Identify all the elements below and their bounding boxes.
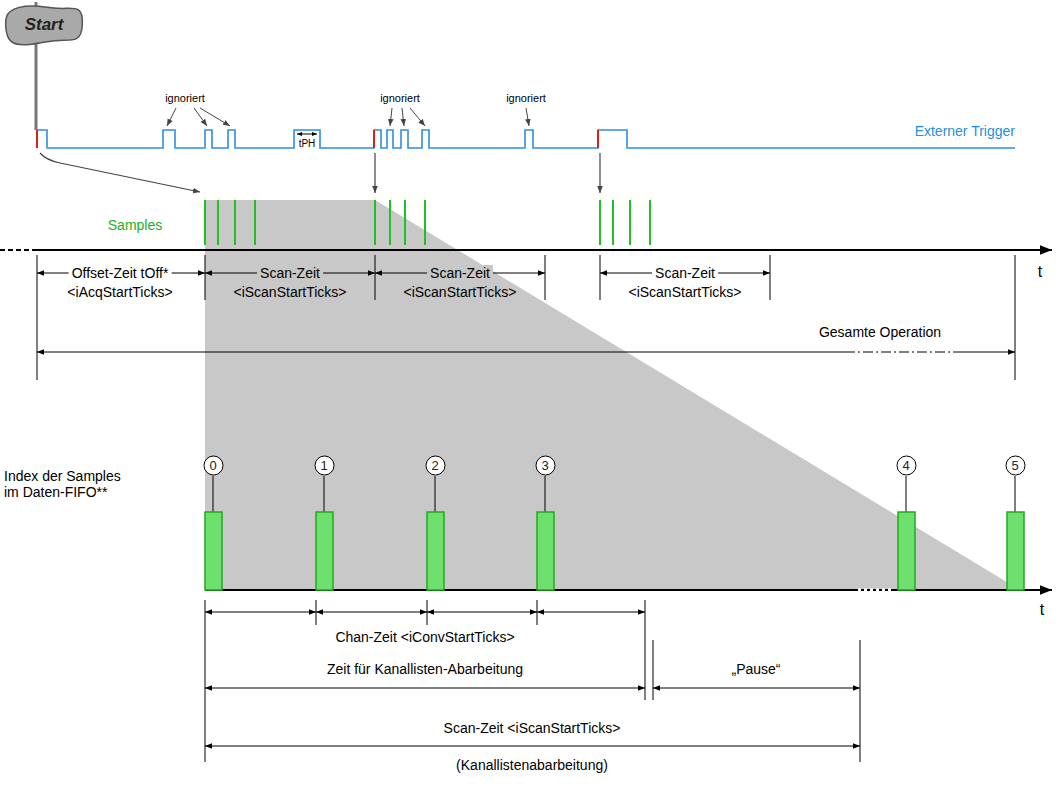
time-label: Zeit für Kanallisten-Abarbeitung <box>327 661 523 677</box>
span-arrow <box>205 746 860 747</box>
flag-cloth <box>6 6 83 45</box>
time-label: Offset-Zeit tOff* <box>69 265 172 281</box>
callout-number: 5 <box>1005 455 1026 476</box>
signal-name: Samples <box>108 217 162 233</box>
sample-pulse <box>898 512 915 590</box>
callout-leader <box>213 476 1015 512</box>
sample-pulse <box>205 512 222 590</box>
time-label: Scan-Zeit <box>652 265 718 281</box>
callout-text: 3 <box>535 455 556 476</box>
leader-line <box>390 108 392 126</box>
time-label: Chan-Zeit <iConvStartTicks> <box>335 629 514 645</box>
sample-pulse <box>316 512 333 590</box>
note-label: ignoriert <box>506 92 546 105</box>
callout-number: 5 <box>1011 458 1018 473</box>
leader-line <box>167 108 176 126</box>
trigger-to-sample-arrow <box>40 153 200 192</box>
trigger-edge <box>597 130 599 148</box>
signal-name: Externer Trigger <box>915 123 1015 139</box>
flag-text: Start <box>25 15 64 35</box>
callout-number: 0 <box>203 455 224 476</box>
callout-number: 3 <box>541 458 548 473</box>
trigger-to-sample-arrow <box>599 153 600 193</box>
callout-ring <box>426 456 445 475</box>
parameter-name: <iAcqStartTicks> <box>67 284 172 300</box>
time-label: „Pause“ <box>731 661 780 677</box>
time-axis <box>32 249 1052 251</box>
sample-pulse <box>1007 512 1024 590</box>
time-axis <box>0 249 32 251</box>
callout-text: 2 <box>425 455 446 476</box>
time-label: (Kanallistenabarbeitung) <box>456 757 608 773</box>
callout-ring <box>315 456 334 475</box>
trigger-to-sample-arrow <box>374 153 375 193</box>
span-arrow <box>960 352 1015 353</box>
callout-number: 3 <box>535 455 556 476</box>
flag-text: Start <box>4 4 84 46</box>
callout-number: 2 <box>431 458 438 473</box>
callout-text: 5 <box>1005 455 1026 476</box>
time-label: Scan-Zeit <box>427 265 493 281</box>
axis-break <box>858 589 892 592</box>
span-arrow <box>537 612 645 613</box>
sample-pulse <box>537 512 554 590</box>
callout-ring <box>536 456 555 475</box>
leader-line <box>526 108 529 126</box>
time-label: Gesamte Operation <box>819 324 941 340</box>
pulse-width-arrow <box>297 134 317 135</box>
note-label: ignoriert <box>165 92 205 105</box>
callout-ring <box>1006 456 1025 475</box>
note-label: ignoriert <box>380 92 420 105</box>
span-arrow <box>205 612 316 613</box>
callout-text: 4 <box>896 455 917 476</box>
span-arrow <box>427 612 537 613</box>
tick-marks <box>205 600 860 762</box>
zoom-wedge <box>205 200 1020 590</box>
leader-line <box>410 108 425 126</box>
callout-ring <box>204 456 223 475</box>
axis-label: t <box>1038 263 1042 281</box>
parameter-name: <iScanStartTicks> <box>628 284 741 300</box>
span-arrow <box>653 688 860 689</box>
span-arrow <box>205 688 645 689</box>
callout-ring <box>897 456 916 475</box>
span-arrow <box>845 352 960 353</box>
time-label: Scan-Zeit <iScanStartTicks> <box>444 720 621 736</box>
callout-number: 1 <box>320 458 327 473</box>
parameter-name: <iScanStartTicks> <box>233 284 346 300</box>
callout-number: 2 <box>425 455 446 476</box>
leader-line <box>402 108 404 126</box>
span-arrow <box>37 352 845 353</box>
sample-pulse <box>427 512 444 590</box>
trigger-edge <box>36 130 38 148</box>
tick-marks <box>37 255 1015 380</box>
callout-text: 1 <box>314 455 335 476</box>
axis-label: t <box>1040 601 1044 619</box>
sample-marks <box>205 200 650 245</box>
callout-text: 0 <box>203 455 224 476</box>
trigger-signal <box>37 130 1015 148</box>
time-label: Scan-Zeit <box>257 265 323 281</box>
callout-number: 4 <box>896 455 917 476</box>
leader-line <box>200 108 230 126</box>
callout-number: 1 <box>314 455 335 476</box>
axis-title: Index der Samples im Daten-FIFO** <box>4 468 134 500</box>
span-arrow <box>316 612 427 613</box>
parameter-name: <iScanStartTicks> <box>403 284 516 300</box>
trigger-edge <box>373 130 375 148</box>
callout-number: 0 <box>209 458 216 473</box>
pulse-width-label: tPH <box>299 138 316 150</box>
start-flag: Start <box>4 4 84 46</box>
callout-number: 4 <box>902 458 909 473</box>
